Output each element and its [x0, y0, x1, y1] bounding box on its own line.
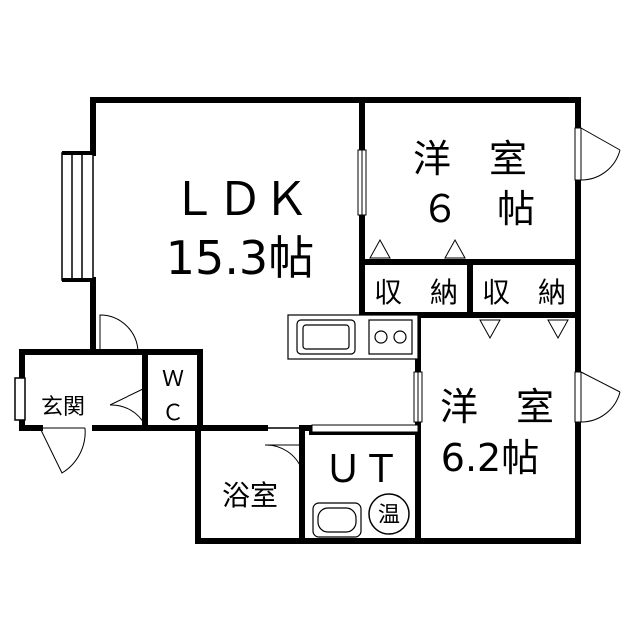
ldk-name: ＬＤＫ [171, 172, 309, 226]
door-bedroom1-exterior [574, 127, 621, 181]
door-entrance-ldk [99, 314, 139, 353]
closet1-label: 収 納 [374, 276, 458, 309]
ut-label: ＵＴ [324, 447, 400, 491]
door-entrance [39, 427, 86, 474]
door-bath [264, 427, 303, 471]
door-bedroom2-exterior [574, 371, 621, 423]
wc-label-bottom: Ｃ [162, 401, 184, 426]
water-heater-icon [368, 493, 410, 535]
door-bedroom1-sliding [357, 149, 367, 216]
windows [14, 151, 94, 421]
kitchen-counter [287, 314, 419, 360]
bedroom1-name: 洋 室 [413, 137, 527, 181]
door-bedroom2-sliding [413, 371, 423, 423]
door-ut-sliding [311, 424, 419, 433]
bedroom2-size: 6.2帖 [441, 436, 539, 480]
ut-fixtures [312, 493, 410, 538]
room-labels: ＬＤＫ 15.3帖 洋 室 ６ 帖 収 納 収 納 洋 室 6.2帖 玄関 Ｗ … [41, 137, 566, 528]
window-entrance [14, 377, 26, 421]
water-heater-label: 温 [378, 503, 400, 528]
doors [39, 127, 621, 474]
ldk-size: 15.3帖 [166, 231, 314, 285]
entrance-label: 玄関 [41, 395, 85, 420]
bath-label: 浴室 [222, 479, 278, 512]
closet2-label: 収 納 [482, 276, 566, 309]
window-ldk [61, 152, 94, 281]
bedroom2-name: 洋 室 [440, 385, 554, 429]
door-wc [109, 387, 146, 426]
wc-label-top: Ｗ [162, 367, 184, 392]
bedroom1-size: ６ 帖 [421, 187, 535, 231]
closet-markers [369, 238, 569, 340]
